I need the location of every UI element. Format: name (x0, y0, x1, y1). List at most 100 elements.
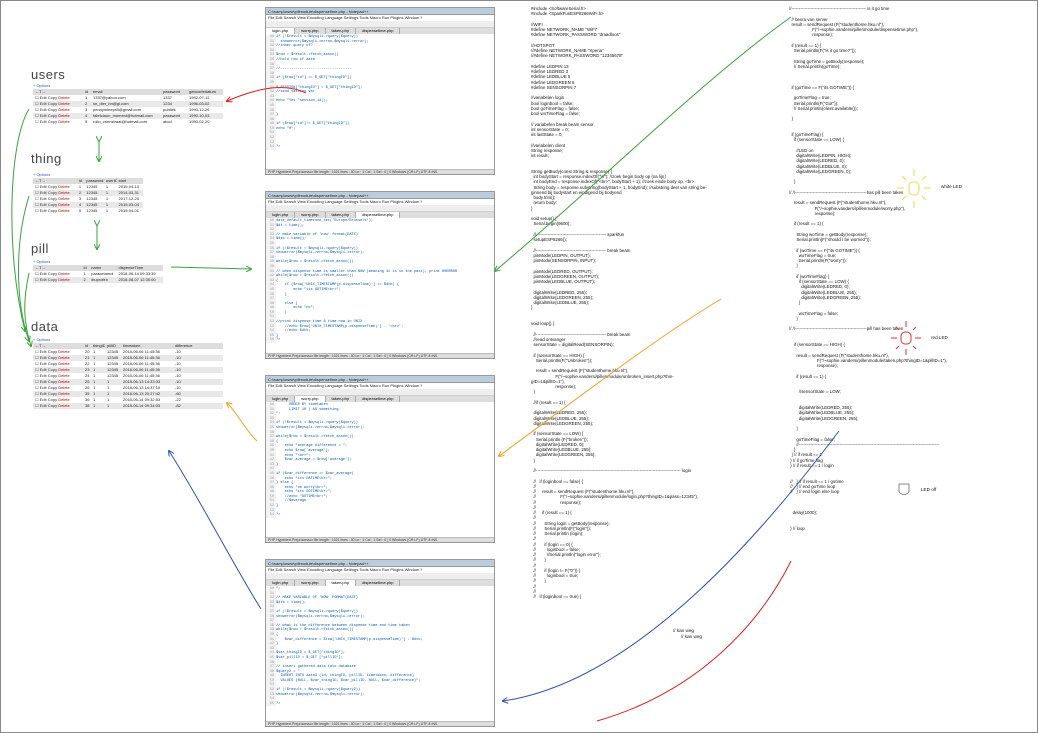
row-checkbox[interactable]: ☐ (35, 202, 40, 207)
editor-tab[interactable]: taken.php (325, 580, 357, 586)
column-header-geboortedatum[interactable]: geboortedatum (189, 89, 216, 94)
edit-link[interactable]: Edit (39, 196, 47, 201)
table-options-link[interactable]: + Options (33, 83, 51, 88)
edit-link[interactable]: Edit (39, 379, 47, 384)
row-checkbox[interactable]: ☐ (35, 379, 40, 384)
edit-link[interactable]: Edit (39, 208, 47, 213)
copy-link[interactable]: Copy (47, 271, 58, 276)
table-nav-arrows[interactable]: ←T→ (35, 178, 46, 183)
edit-link[interactable]: Edit (39, 184, 47, 189)
editor-tab[interactable]: worry.php (295, 28, 326, 34)
editor-tab[interactable]: dispensetime.php (356, 396, 401, 402)
copy-link[interactable]: Copy (47, 403, 58, 408)
edit-link[interactable]: Edit (39, 202, 47, 207)
edit-link[interactable]: Edit (39, 277, 47, 282)
column-header-thingid[interactable]: thingID (93, 343, 105, 348)
delete-link[interactable]: Delete (58, 101, 70, 106)
delete-link[interactable]: Delete (58, 361, 70, 366)
row-checkbox[interactable]: ☐ (35, 373, 40, 378)
copy-link[interactable]: Copy (47, 379, 58, 384)
menu-bar[interactable]: File Edit Search View Encoding Language … (268, 15, 423, 20)
row-checkbox[interactable]: ☐ (35, 107, 40, 112)
delete-link[interactable]: Delete (58, 373, 70, 378)
editor-tab[interactable]: taken.php (326, 396, 357, 402)
row-checkbox[interactable]: ☐ (35, 190, 40, 195)
editor-tab[interactable]: login.php (266, 580, 296, 586)
delete-link[interactable]: Delete (58, 271, 70, 276)
column-header-difference[interactable]: difference (175, 343, 193, 348)
editor-tab[interactable]: dispensetime.php (356, 580, 401, 586)
editor-tab[interactable]: login.php (266, 28, 296, 34)
edit-link[interactable]: Edit (39, 385, 47, 390)
delete-link[interactable]: Delete (58, 385, 70, 390)
edit-link[interactable]: Edit (39, 361, 47, 366)
delete-link[interactable]: Delete (58, 397, 70, 402)
toolbar[interactable] (266, 205, 494, 212)
edit-link[interactable]: Edit (39, 107, 47, 112)
column-header-id[interactable]: id (85, 343, 89, 348)
copy-link[interactable]: Copy (47, 119, 58, 124)
edit-link[interactable]: Edit (39, 95, 47, 100)
delete-link[interactable]: Delete (58, 208, 70, 213)
row-checkbox[interactable]: ☐ (35, 397, 40, 402)
row-checkbox[interactable]: ☐ (35, 119, 40, 124)
editor-tab[interactable]: taken.php (326, 28, 357, 34)
editor-tab[interactable]: login.php (266, 212, 296, 218)
copy-link[interactable]: Copy (47, 208, 58, 213)
column-header-pillid[interactable]: pillID (107, 343, 116, 348)
table-nav-arrows[interactable]: ←T→ (35, 343, 46, 348)
editor-tab[interactable]: dispensetime.php (356, 212, 401, 218)
copy-link[interactable]: Copy (47, 349, 58, 354)
toolbar[interactable] (266, 573, 494, 580)
delete-link[interactable]: Delete (58, 107, 70, 112)
edit-link[interactable]: Edit (39, 349, 47, 354)
editor-tab[interactable]: dispensetime.php (356, 28, 401, 34)
copy-link[interactable]: Copy (47, 373, 58, 378)
table-options-link[interactable]: + Options (33, 337, 51, 342)
row-checkbox[interactable]: ☐ (35, 349, 40, 354)
row-checkbox[interactable]: ☐ (35, 367, 40, 372)
copy-link[interactable]: Copy (47, 95, 58, 100)
delete-link[interactable]: Delete (58, 202, 70, 207)
column-header-email[interactable]: email (93, 89, 103, 94)
menu-bar[interactable]: File Edit Search View Encoding Language … (268, 383, 423, 388)
menu-bar[interactable]: File Edit Search View Encoding Language … (268, 567, 423, 572)
delete-link[interactable]: Delete (58, 119, 70, 124)
row-checkbox[interactable]: ☐ (35, 355, 40, 360)
column-header-timetaken[interactable]: timetaken (123, 343, 141, 348)
row-checkbox[interactable]: ☐ (35, 271, 40, 276)
delete-link[interactable]: Delete (58, 355, 70, 360)
row-checkbox[interactable]: ☐ (35, 361, 40, 366)
editor-tab[interactable]: worry.php (295, 580, 326, 586)
row-checkbox[interactable]: ☐ (35, 196, 40, 201)
delete-link[interactable]: Delete (58, 349, 70, 354)
column-header-start[interactable]: start (118, 178, 127, 183)
delete-link[interactable]: Delete (58, 196, 70, 201)
column-header-id[interactable]: id (78, 178, 82, 183)
copy-link[interactable]: Copy (47, 101, 58, 106)
table-nav-arrows[interactable]: ←T→ (35, 89, 46, 94)
delete-link[interactable]: Delete (58, 113, 70, 118)
row-checkbox[interactable]: ☐ (35, 391, 40, 396)
column-header-password[interactable]: password (163, 89, 181, 94)
row-checkbox[interactable]: ☐ (35, 385, 40, 390)
column-header-password[interactable]: password (86, 178, 104, 183)
column-header-name[interactable]: name (91, 265, 102, 270)
copy-link[interactable]: Copy (47, 397, 58, 402)
row-checkbox[interactable]: ☐ (35, 184, 40, 189)
delete-link[interactable]: Delete (58, 190, 70, 195)
copy-link[interactable]: Copy (47, 385, 58, 390)
column-header-dispensetime[interactable]: dispenseTime (118, 265, 144, 270)
column-header-id[interactable]: id (85, 89, 89, 94)
toolbar[interactable] (266, 389, 494, 396)
copy-link[interactable]: Copy (47, 355, 58, 360)
copy-link[interactable]: Copy (47, 190, 58, 195)
delete-link[interactable]: Delete (58, 95, 70, 100)
menu-bar[interactable]: File Edit Search View Encoding Language … (268, 199, 423, 204)
edit-link[interactable]: Edit (39, 355, 47, 360)
copy-link[interactable]: Copy (47, 184, 58, 189)
row-checkbox[interactable]: ☐ (35, 113, 40, 118)
edit-link[interactable]: Edit (39, 367, 47, 372)
delete-link[interactable]: Delete (58, 391, 70, 396)
